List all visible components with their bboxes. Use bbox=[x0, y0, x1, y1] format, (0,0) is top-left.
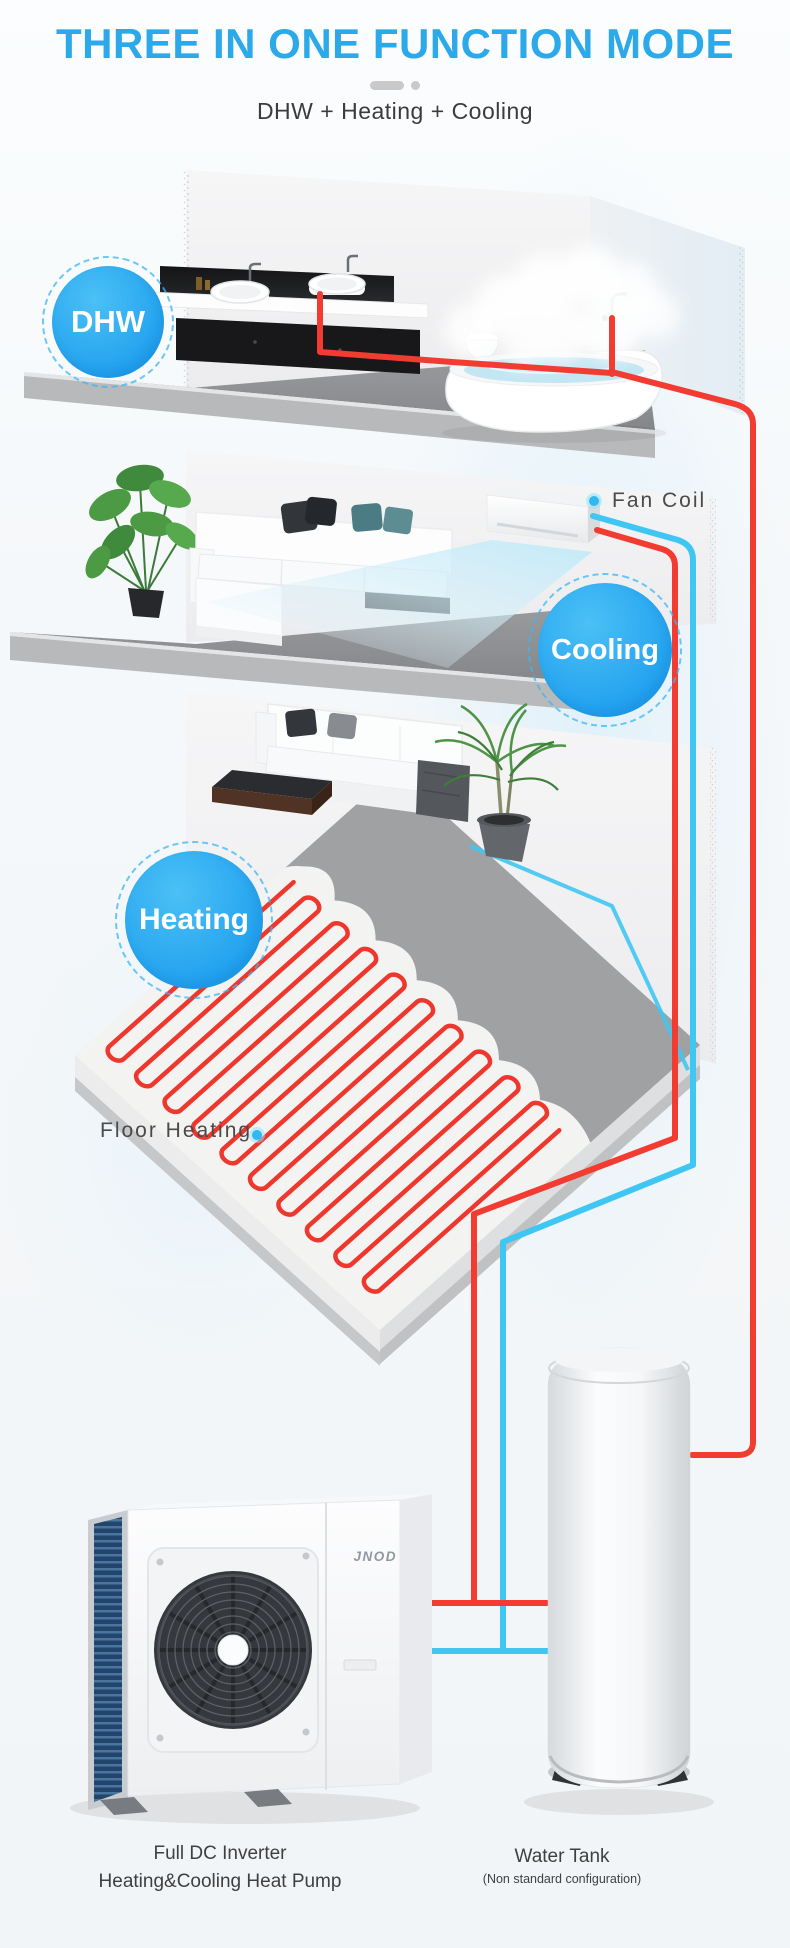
badge-heating: Heating bbox=[125, 851, 263, 989]
fan-coil-callout: Fan Coil bbox=[612, 489, 707, 512]
coffee-table bbox=[212, 770, 332, 815]
air-flow-stream bbox=[205, 540, 592, 668]
water-tank-caption-line2: (Non standard configuration) bbox=[482, 1872, 642, 1886]
heat-pump-caption-line2: Heating&Cooling Heat Pump bbox=[98, 1871, 342, 1892]
title-divider bbox=[0, 81, 790, 90]
floor-cold-line bbox=[469, 844, 690, 1071]
heat-pump-fan bbox=[154, 1571, 312, 1729]
heat-pump-caption: Full DC Inverter Heating&Cooling Heat Pu… bbox=[30, 1840, 410, 1896]
heating-coil bbox=[104, 881, 565, 1294]
floor-heating-marker-dot bbox=[252, 1130, 262, 1140]
badge-cooling-label: Cooling bbox=[551, 633, 659, 666]
plant-palm bbox=[434, 702, 567, 862]
fan-coil-unit bbox=[486, 486, 600, 544]
water-tank-caption: Water Tank (Non standard configuration) bbox=[418, 1844, 706, 1888]
heat-pump: JNOD bbox=[70, 1494, 432, 1824]
plant-monstera bbox=[85, 464, 199, 618]
heat-pump-caption-line1: Full DC Inverter bbox=[153, 1843, 287, 1864]
divider-bar bbox=[370, 81, 404, 90]
concrete-overlay bbox=[285, 770, 701, 1143]
badge-cooling: Cooling bbox=[538, 583, 672, 717]
pipes-cold bbox=[429, 513, 696, 1654]
badge-heating-label: Heating bbox=[138, 903, 249, 936]
divider-dot bbox=[411, 81, 420, 90]
badge-dhw-label: DHW bbox=[70, 304, 146, 339]
floor-heating-callout: Floor Heating bbox=[100, 1119, 253, 1142]
water-tank bbox=[524, 1347, 714, 1815]
heat-pump-brand: JNOD bbox=[353, 1549, 397, 1564]
sofa-bottom bbox=[255, 703, 470, 822]
fan-coil-marker-dot bbox=[589, 496, 599, 506]
pipes-hot bbox=[317, 291, 756, 1606]
badge-dhw: DHW bbox=[52, 266, 164, 378]
vanity bbox=[147, 254, 429, 374]
page-subtitle: DHW + Heating + Cooling bbox=[256, 98, 534, 124]
page-title: THREE IN ONE FUNCTION MODE bbox=[55, 20, 734, 67]
water-tank-caption-line1: Water Tank bbox=[514, 1846, 610, 1867]
floor-heating-slab bbox=[75, 770, 701, 1366]
